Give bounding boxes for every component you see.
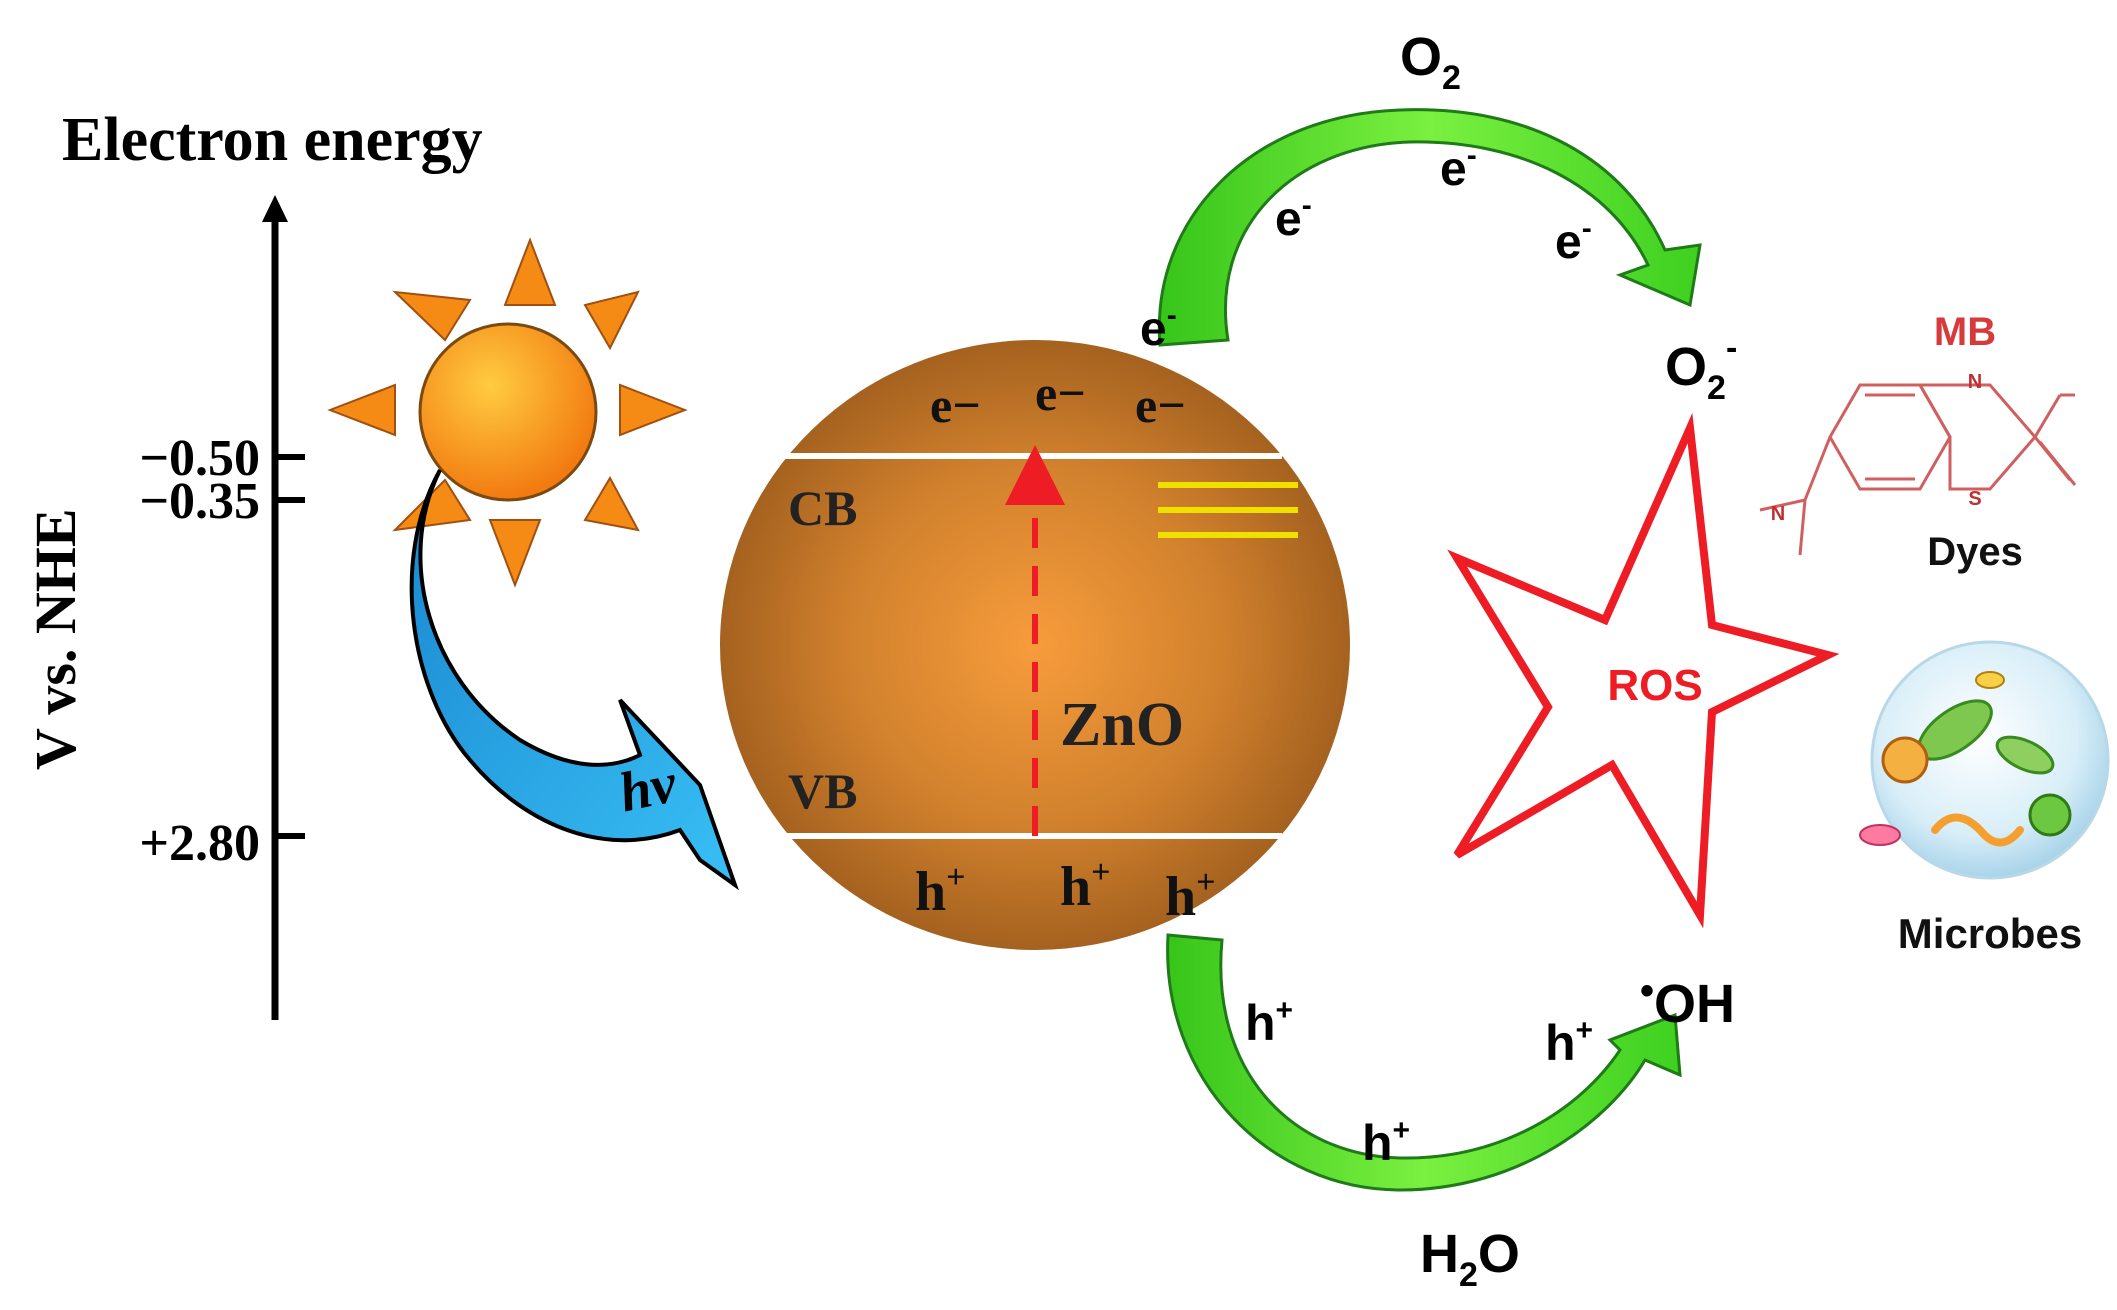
axis-arrowhead (262, 195, 288, 222)
dye-atom: N (1968, 371, 1982, 393)
dye-atom: S (1968, 488, 1981, 510)
dye-ring-left (1828, 383, 1952, 491)
zno-particle: CB VB ZnO e− e− e− h+ h+ h+ (720, 340, 1350, 950)
superoxide-label: O2- (1665, 329, 1737, 407)
o2-label: O2 (1400, 27, 1461, 97)
electron-carrier: e- (1275, 189, 1312, 246)
microbe-cell (1995, 735, 2055, 775)
cb-electron: e− (930, 377, 981, 433)
water-label: H2O (1420, 1224, 1520, 1294)
microbe-cell (1975, 671, 2005, 689)
dye-name: MB (1934, 310, 1996, 354)
microbes-label: Microbes (1898, 910, 2082, 957)
vb-hole: h+ (915, 859, 966, 923)
mb-dye-structure (1759, 383, 2077, 556)
cb-label: CB (788, 480, 857, 536)
oxidation-text: H2O •OH h+ h+ h+ (1245, 969, 1735, 1294)
sun-body (418, 322, 598, 502)
light-arrow: hv (409, 469, 739, 891)
tick-label: −0.35 (139, 473, 260, 530)
microbe-cell (2028, 793, 2072, 837)
vb-label: VB (788, 763, 857, 819)
material-label: ZnO (1060, 691, 1184, 759)
tick-label: +2.80 (139, 815, 260, 872)
electron-carrier: e- (1440, 139, 1477, 196)
ros-label: ROS (1607, 661, 1702, 710)
vb-hole: h+ (1060, 854, 1111, 918)
reduction-text: O2 O2- e- e- e- e- (1140, 27, 1737, 407)
ros-star: ROS (1447, 412, 1840, 929)
electron-carrier: e- (1555, 212, 1592, 269)
sun-rays (327, 237, 688, 588)
reduction-arrow (1157, 108, 1702, 347)
microbes-icon: Microbes (1859, 640, 2110, 957)
hole-carrier: h+ (1362, 1114, 1410, 1171)
dye-atom: N (1771, 503, 1785, 525)
cb-electron: e− (1135, 377, 1186, 433)
microbe-cell (1881, 736, 1929, 784)
hydroxyl-label: •OH (1640, 969, 1735, 1034)
dye-label: Dyes (1927, 530, 2023, 574)
particle-body (720, 340, 1350, 950)
hole-carrier: h+ (1545, 1014, 1593, 1071)
microbe-cell (1931, 813, 2024, 847)
electron-carrier: e- (1140, 299, 1177, 356)
mb-dye-labels: MB N N S Dyes (1771, 310, 2023, 574)
microbe-cell (1859, 824, 1901, 846)
axis-title: Electron energy (62, 106, 483, 174)
cb-electron: e− (1035, 365, 1086, 421)
tick-label: −0.50 (139, 430, 260, 487)
hole-carrier: h+ (1245, 994, 1293, 1051)
dye-ring-center (1917, 383, 2037, 491)
axis-ylabel: V vs. NHE (23, 508, 88, 770)
energy-axis: Electron energy V vs. NHE −0.50 −0.35 +2… (23, 106, 483, 1020)
sun-icon (327, 237, 688, 588)
oxidation-arrow (1166, 933, 1682, 1192)
vb-hole: h+ (1165, 864, 1216, 928)
